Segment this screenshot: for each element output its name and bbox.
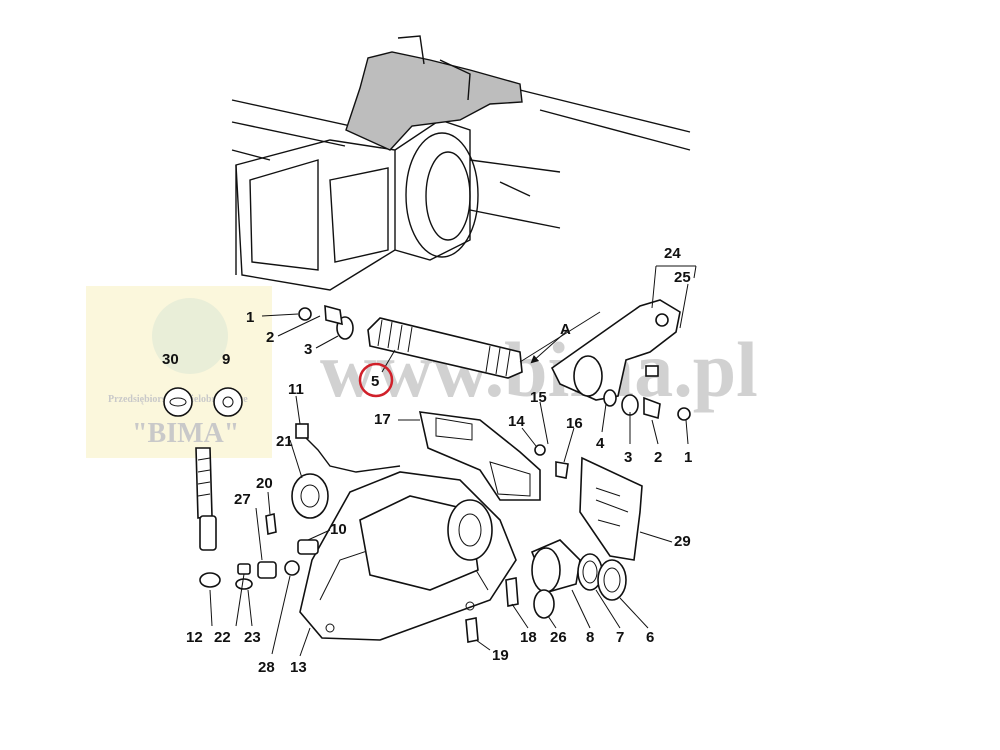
callout-17: 17 [374, 411, 391, 428]
callout-22: 22 [214, 629, 231, 646]
drive-housing [299, 471, 517, 641]
callout-5: 5 [371, 373, 379, 390]
callout-11: 11 [288, 381, 304, 398]
callout-labels: 1 2 3 5 11 30 9 21 20 27 10 12 22 23 28 … [162, 245, 692, 676]
callout-29: 29 [674, 533, 691, 550]
callout-10: 10 [330, 521, 347, 538]
watermark-logo-icon [152, 298, 228, 374]
callout-4: 4 [596, 435, 605, 452]
callout-25: 25 [674, 269, 691, 286]
callout-14: 14 [508, 413, 525, 430]
callout-2-top: 2 [266, 329, 274, 346]
callout-1-top: 1 [246, 309, 254, 326]
callout-13: 13 [290, 659, 307, 676]
bracket [418, 411, 569, 501]
callout-3-right: 3 [624, 449, 632, 466]
callout-arrow-a: A [560, 321, 571, 338]
callout-20: 20 [256, 475, 273, 492]
callout-12: 12 [186, 629, 203, 646]
callout-28: 28 [258, 659, 275, 676]
callout-1-right: 1 [684, 449, 692, 466]
callout-15: 15 [530, 389, 547, 406]
callout-6: 6 [646, 629, 654, 646]
callout-16: 16 [566, 415, 583, 432]
watermark-brand: "BIMA" [132, 418, 239, 449]
highlight-ring [358, 362, 394, 398]
callout-23: 23 [244, 629, 261, 646]
axle-housing [231, 35, 691, 291]
callout-21: 21 [276, 433, 293, 450]
callout-26: 26 [550, 629, 567, 646]
callout-8: 8 [586, 629, 594, 646]
callout-3-top: 3 [304, 341, 312, 358]
callout-2-right: 2 [654, 449, 662, 466]
lift-arm [550, 299, 691, 421]
callout-7: 7 [616, 629, 624, 646]
callout-24: 24 [664, 245, 681, 262]
callout-27: 27 [234, 491, 251, 508]
callout-9: 9 [222, 351, 230, 368]
callout-30: 30 [162, 351, 179, 368]
callout-18: 18 [520, 629, 537, 646]
bushings-and-seals [530, 539, 627, 619]
mounting-plate [579, 456, 643, 561]
callout-19: 19 [492, 647, 509, 664]
small-parts-left [163, 387, 519, 643]
splined-shaft [298, 304, 601, 379]
leader-lines [209, 265, 697, 657]
